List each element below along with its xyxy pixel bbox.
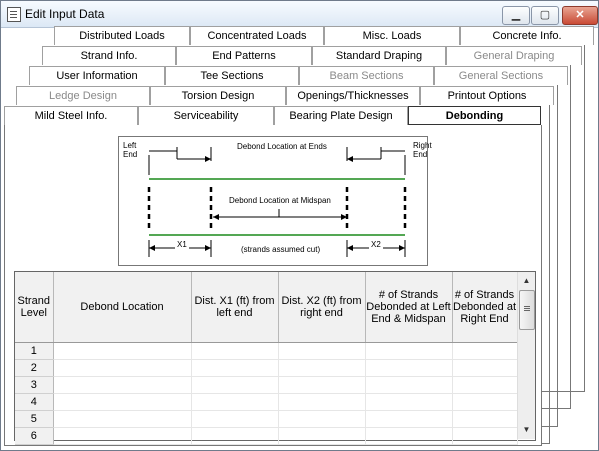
tab-row-4: Ledge Design Torsion Design Openings/Thi… bbox=[0, 86, 599, 105]
table-row[interactable]: 1 bbox=[15, 342, 518, 360]
tab-tee-sections[interactable]: Tee Sections bbox=[165, 66, 299, 85]
strand-level-cell: 5 bbox=[15, 410, 54, 428]
header-strands-left-mid: # of Strands Debonded at Left End & Mids… bbox=[365, 272, 453, 343]
debond-grid[interactable]: Strand Level Debond Location Dist. X1 (f… bbox=[14, 271, 536, 445]
strands-right-cell[interactable] bbox=[452, 393, 518, 411]
dist-x2-cell[interactable] bbox=[278, 342, 366, 360]
vertical-scrollbar[interactable]: ▲ ▼ bbox=[517, 272, 535, 439]
table-row[interactable]: 2 bbox=[15, 359, 518, 377]
strands-right-cell[interactable] bbox=[452, 376, 518, 394]
dist-x1-cell[interactable] bbox=[191, 376, 279, 394]
dist-x1-cell[interactable] bbox=[191, 342, 279, 360]
tab-torsion-design[interactable]: Torsion Design bbox=[150, 86, 286, 105]
left-end-label: Left End bbox=[123, 141, 138, 159]
strands-left-cell[interactable] bbox=[365, 410, 453, 428]
strands-right-cell[interactable] bbox=[452, 342, 518, 360]
strands-left-cell[interactable] bbox=[365, 342, 453, 360]
dist-x1-cell[interactable] bbox=[191, 427, 279, 445]
table-row[interactable]: 6 bbox=[15, 427, 518, 445]
strands-right-cell[interactable] bbox=[452, 410, 518, 428]
table-row[interactable]: 4 bbox=[15, 393, 518, 411]
header-debond-location: Debond Location bbox=[53, 272, 192, 343]
tab-row-1: Distributed Loads Concentrated Loads Mis… bbox=[0, 26, 599, 45]
dist-x1-cell[interactable] bbox=[191, 410, 279, 428]
header-strand-level: Strand Level bbox=[15, 272, 54, 343]
tab-debonding[interactable]: Debonding bbox=[408, 106, 541, 125]
right-end-label: Right End bbox=[413, 141, 432, 159]
tab-strand-info[interactable]: Strand Info. bbox=[42, 46, 176, 65]
strand-level-cell: 6 bbox=[15, 427, 54, 445]
strands-left-cell[interactable] bbox=[365, 427, 453, 445]
tab-bearing-plate-design[interactable]: Bearing Plate Design bbox=[274, 106, 408, 125]
strand-level-cell: 2 bbox=[15, 359, 54, 377]
debond-location-cell[interactable] bbox=[53, 376, 192, 394]
tab-user-information[interactable]: User Information bbox=[29, 66, 165, 85]
debond-ends-label: Debond Location at Ends bbox=[237, 142, 327, 151]
tab-distributed-loads[interactable]: Distributed Loads bbox=[54, 26, 190, 45]
dist-x2-cell[interactable] bbox=[278, 359, 366, 377]
tab-beam-sections[interactable]: Beam Sections bbox=[299, 66, 434, 85]
tab-printout-options[interactable]: Printout Options bbox=[420, 86, 554, 105]
debond-location-cell[interactable] bbox=[53, 342, 192, 360]
debond-table: Strand Level Debond Location Dist. X1 (f… bbox=[15, 272, 518, 445]
window-title: Edit Input Data bbox=[25, 7, 105, 21]
minimize-button[interactable]: ▁ bbox=[502, 6, 530, 25]
tab-ledge-design[interactable]: Ledge Design bbox=[16, 86, 150, 105]
close-button[interactable]: ✕ bbox=[562, 6, 598, 25]
x1-label: X1 bbox=[175, 240, 189, 249]
tab-misc-loads[interactable]: Misc. Loads bbox=[324, 26, 460, 45]
debond-diagram: Left End Right End Debond Location at En… bbox=[118, 136, 432, 266]
tab-general-sections[interactable]: General Sections bbox=[434, 66, 568, 85]
scroll-thumb[interactable] bbox=[519, 290, 535, 330]
debond-location-cell[interactable] bbox=[53, 410, 192, 428]
dist-x2-cell[interactable] bbox=[278, 427, 366, 445]
header-strands-right: # of Strands Debonded at Right End bbox=[452, 272, 518, 343]
title-bar[interactable]: Edit Input Data ▁ ▢ ✕ bbox=[1, 1, 598, 28]
strand-level-cell: 4 bbox=[15, 393, 54, 411]
tab-row-2: Strand Info. End Patterns Standard Drapi… bbox=[0, 46, 599, 65]
dist-x1-cell[interactable] bbox=[191, 359, 279, 377]
tab-openings-thicknesses[interactable]: Openings/Thicknesses bbox=[286, 86, 420, 105]
strand-level-cell: 1 bbox=[15, 342, 54, 360]
tab-end-patterns[interactable]: End Patterns bbox=[176, 46, 312, 65]
strands-left-cell[interactable] bbox=[365, 393, 453, 411]
header-dist-x2: Dist. X2 (ft) from right end bbox=[278, 272, 366, 343]
tab-row-5: Mild Steel Info. Serviceability Bearing … bbox=[0, 106, 599, 125]
maximize-button[interactable]: ▢ bbox=[531, 6, 559, 25]
tab-concentrated-loads[interactable]: Concentrated Loads bbox=[190, 26, 324, 45]
tab-concrete-info[interactable]: Concrete Info. bbox=[460, 26, 594, 45]
table-row[interactable]: 3 bbox=[15, 376, 518, 394]
debond-diagram-drawing bbox=[147, 147, 407, 257]
scroll-down-arrow-icon[interactable]: ▼ bbox=[522, 425, 531, 434]
strands-right-cell[interactable] bbox=[452, 359, 518, 377]
tab-standard-draping[interactable]: Standard Draping bbox=[312, 46, 446, 65]
app-icon bbox=[7, 7, 21, 22]
strands-cut-label: (strands assumed cut) bbox=[241, 245, 321, 254]
tab-mild-steel-info[interactable]: Mild Steel Info. bbox=[4, 106, 138, 125]
tab-general-draping[interactable]: General Draping bbox=[446, 46, 582, 65]
table-row[interactable]: 5 bbox=[15, 410, 518, 428]
dist-x1-cell[interactable] bbox=[191, 393, 279, 411]
debond-midspan-label: Debond Location at Midspan bbox=[229, 196, 331, 205]
strands-right-cell[interactable] bbox=[452, 427, 518, 445]
dist-x2-cell[interactable] bbox=[278, 410, 366, 428]
scroll-up-arrow-icon[interactable]: ▲ bbox=[522, 276, 531, 285]
tab-row-3: User Information Tee Sections Beam Secti… bbox=[0, 66, 599, 85]
strands-left-cell[interactable] bbox=[365, 376, 453, 394]
debond-location-cell[interactable] bbox=[53, 427, 192, 445]
dist-x2-cell[interactable] bbox=[278, 376, 366, 394]
strands-left-cell[interactable] bbox=[365, 359, 453, 377]
strand-level-cell: 3 bbox=[15, 376, 54, 394]
tab-serviceability[interactable]: Serviceability bbox=[138, 106, 274, 125]
header-dist-x1: Dist. X1 (ft) from left end bbox=[191, 272, 279, 343]
debond-location-cell[interactable] bbox=[53, 359, 192, 377]
debond-location-cell[interactable] bbox=[53, 393, 192, 411]
dist-x2-cell[interactable] bbox=[278, 393, 366, 411]
x2-label: X2 bbox=[369, 240, 383, 249]
